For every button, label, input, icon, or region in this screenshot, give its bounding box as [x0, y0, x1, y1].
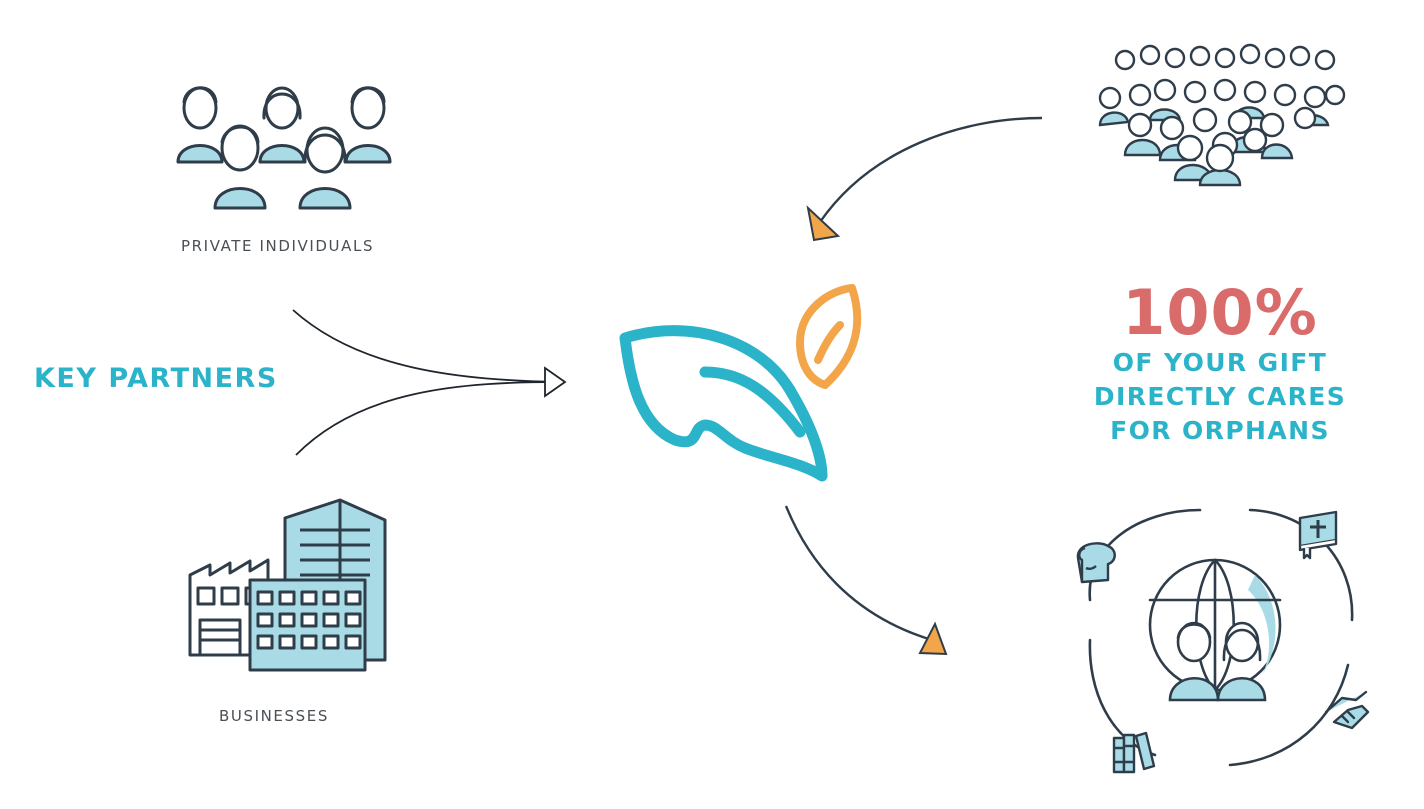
- outcome-arrow: [784, 505, 948, 656]
- gift-statement: 100% OF YOUR GIFT DIRECTLY CARES FOR ORP…: [1060, 280, 1380, 448]
- gift-line-1: OF YOUR GIFT: [1112, 348, 1328, 377]
- gift-line-3: FOR ORPHANS: [1110, 416, 1330, 445]
- crowd-icon: [1098, 43, 1346, 187]
- key-partners-label: KEY PARTNERS: [34, 363, 278, 394]
- handshake-icon: [1324, 690, 1370, 730]
- gift-percent: 100%: [1122, 276, 1318, 349]
- private-individuals-label: PRIVATE INDIVIDUALS: [181, 237, 375, 255]
- office-building-icon: [188, 498, 387, 672]
- businesses-label: BUSINESSES: [219, 707, 329, 725]
- bread-icon: [1076, 542, 1116, 584]
- bible-icon: [1298, 510, 1338, 560]
- partners-arrows: [292, 309, 567, 456]
- books-icon: [1112, 731, 1156, 774]
- crowd-arrow: [806, 116, 1043, 242]
- leaf-logo-icon: [619, 284, 862, 482]
- group-of-people-icon: [176, 86, 392, 210]
- gift-line-2: DIRECTLY CARES: [1093, 382, 1347, 411]
